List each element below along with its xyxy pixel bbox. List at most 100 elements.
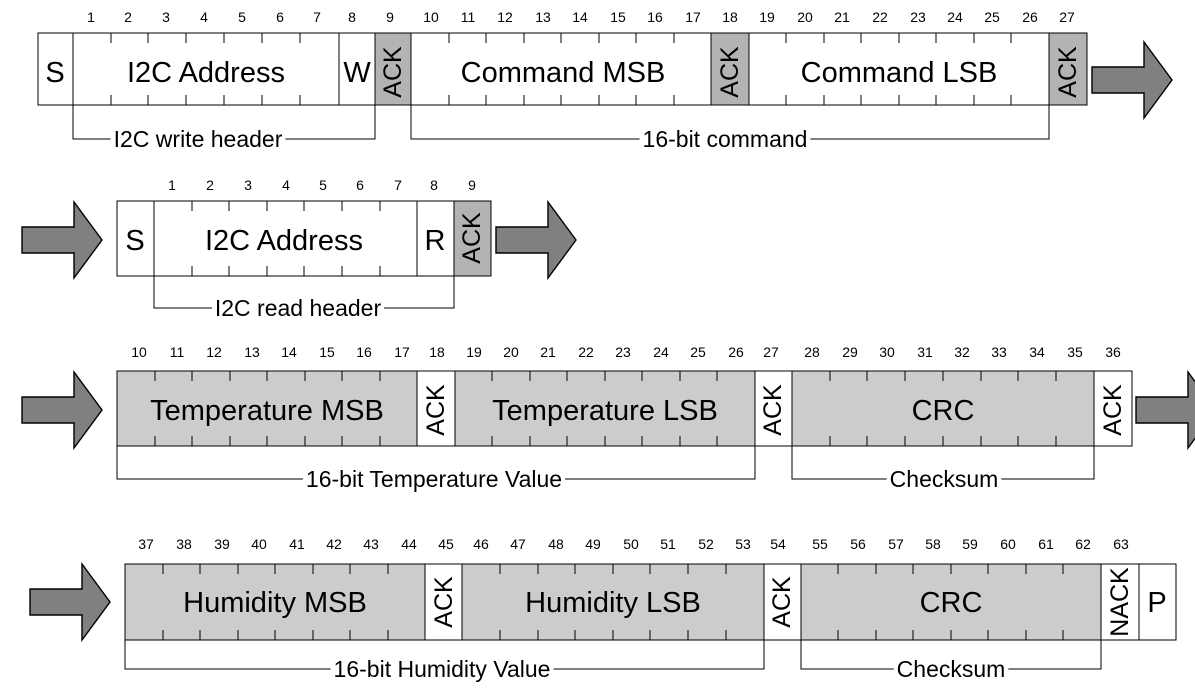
checksum-bracket (791, 446, 887, 480)
bit-number: 23 (615, 344, 631, 360)
temperature-msb-field (116, 370, 418, 447)
bit-number: 24 (653, 344, 669, 360)
read-header-bracket (384, 276, 455, 309)
bit-number: 3 (244, 177, 252, 193)
stop-field (1138, 563, 1177, 641)
ack-field (453, 200, 492, 277)
bit-number: 26 (1022, 9, 1038, 25)
bit-number: 52 (698, 536, 714, 552)
bit-number: 18 (429, 344, 445, 360)
bit-number: 19 (466, 344, 482, 360)
incoming-arrow (21, 199, 103, 281)
bit-number: 17 (394, 344, 410, 360)
bit-number: 12 (497, 9, 513, 25)
humidity-msb-field (124, 563, 426, 641)
bit-number: 43 (363, 536, 379, 552)
bit-number: 45 (438, 536, 454, 552)
incoming-arrow (21, 369, 103, 451)
ack-label: ACK (716, 46, 744, 98)
next-arrow (1091, 39, 1173, 121)
bit-number: 16 (647, 9, 663, 25)
next-arrow (495, 199, 577, 281)
bit-number: 24 (947, 9, 963, 25)
bit-number: 10 (423, 9, 439, 25)
bit-number: 15 (610, 9, 626, 25)
bit-number: 7 (394, 177, 402, 193)
bit-number: 54 (770, 536, 786, 552)
i2c-address-field (153, 200, 418, 277)
bit-number: 4 (282, 177, 290, 193)
bit-number: 16 (356, 344, 372, 360)
bit-number: 56 (850, 536, 866, 552)
bit-number: 33 (991, 344, 1007, 360)
bit-number: 55 (812, 536, 828, 552)
command-bracket-label: 16-bit command (643, 126, 808, 152)
bit-number: 11 (170, 344, 185, 360)
bit-number: 11 (461, 9, 476, 25)
bit-ticks (110, 33, 1064, 640)
checksum-bracket (1008, 640, 1102, 670)
humidity-lsb-label: Humidity LSB (525, 587, 701, 619)
read-header-bracket-label: I2C read header (215, 295, 382, 321)
bit-number: 63 (1113, 536, 1129, 552)
bit-number: 14 (281, 344, 297, 360)
bit-number: 30 (879, 344, 895, 360)
bit-number: 34 (1029, 344, 1045, 360)
incoming-arrow (29, 561, 111, 643)
i2c-address-label: I2C Address (127, 57, 285, 89)
bit-number: 48 (548, 536, 564, 552)
ack-field (754, 370, 793, 447)
i2c-address-field (72, 32, 340, 106)
bracket-lines (72, 105, 1102, 670)
bit-number: 7 (313, 9, 321, 25)
bit-number: 10 (131, 344, 147, 360)
bit-number: 4 (200, 9, 208, 25)
bit-number: 2 (124, 9, 132, 25)
bit-number: 8 (348, 9, 356, 25)
nack-label: NACK (1106, 567, 1134, 637)
checksum-bracket-label: Checksum (897, 656, 1006, 682)
command-msb-label: Command MSB (461, 57, 666, 89)
bit-number: 17 (685, 9, 701, 25)
bit-number: 15 (319, 344, 335, 360)
bit-number: 6 (276, 9, 284, 25)
ack-field (416, 370, 456, 447)
write-bit-label: W (343, 57, 371, 89)
humidity-value-bracket (124, 640, 331, 670)
crc-label: CRC (920, 587, 983, 619)
checksum-bracket-label: Checksum (890, 466, 999, 492)
bit-number: 26 (728, 344, 744, 360)
bit-number: 60 (1000, 536, 1016, 552)
bit-number: 22 (872, 9, 888, 25)
bit-number: 47 (510, 536, 526, 552)
command-bracket (410, 105, 640, 140)
ack-label: ACK (1099, 384, 1127, 436)
bit-number: 51 (660, 536, 676, 552)
checksum-bracket (1001, 446, 1095, 480)
bit-number: 41 (289, 536, 305, 552)
bit-number: 62 (1075, 536, 1091, 552)
temperature-msb-label: Temperature MSB (150, 395, 384, 427)
bit-number: 13 (535, 9, 551, 25)
bit-number: 18 (722, 9, 738, 25)
bit-number: 38 (176, 536, 192, 552)
bit-number: 35 (1067, 344, 1083, 360)
stop-label: P (1147, 587, 1166, 619)
humidity-lsb-field (461, 563, 765, 641)
read-header-bracket (153, 276, 212, 309)
bit-number: 6 (356, 177, 364, 193)
next-arrow (1135, 369, 1195, 451)
bit-number: 61 (1038, 536, 1054, 552)
bit-number: 28 (804, 344, 820, 360)
write-header-bracket (72, 105, 111, 140)
i2c-address-label: I2C Address (205, 225, 363, 257)
bit-number: 13 (244, 344, 260, 360)
field-boxes (37, 32, 1177, 641)
bit-number: 3 (162, 9, 170, 25)
bit-number: 37 (138, 536, 154, 552)
ack-label: ACK (1054, 46, 1082, 98)
crc-field (800, 563, 1102, 641)
temperature-lsb-field (454, 370, 756, 447)
start-label: S (45, 57, 64, 89)
bit-number: 36 (1105, 344, 1121, 360)
